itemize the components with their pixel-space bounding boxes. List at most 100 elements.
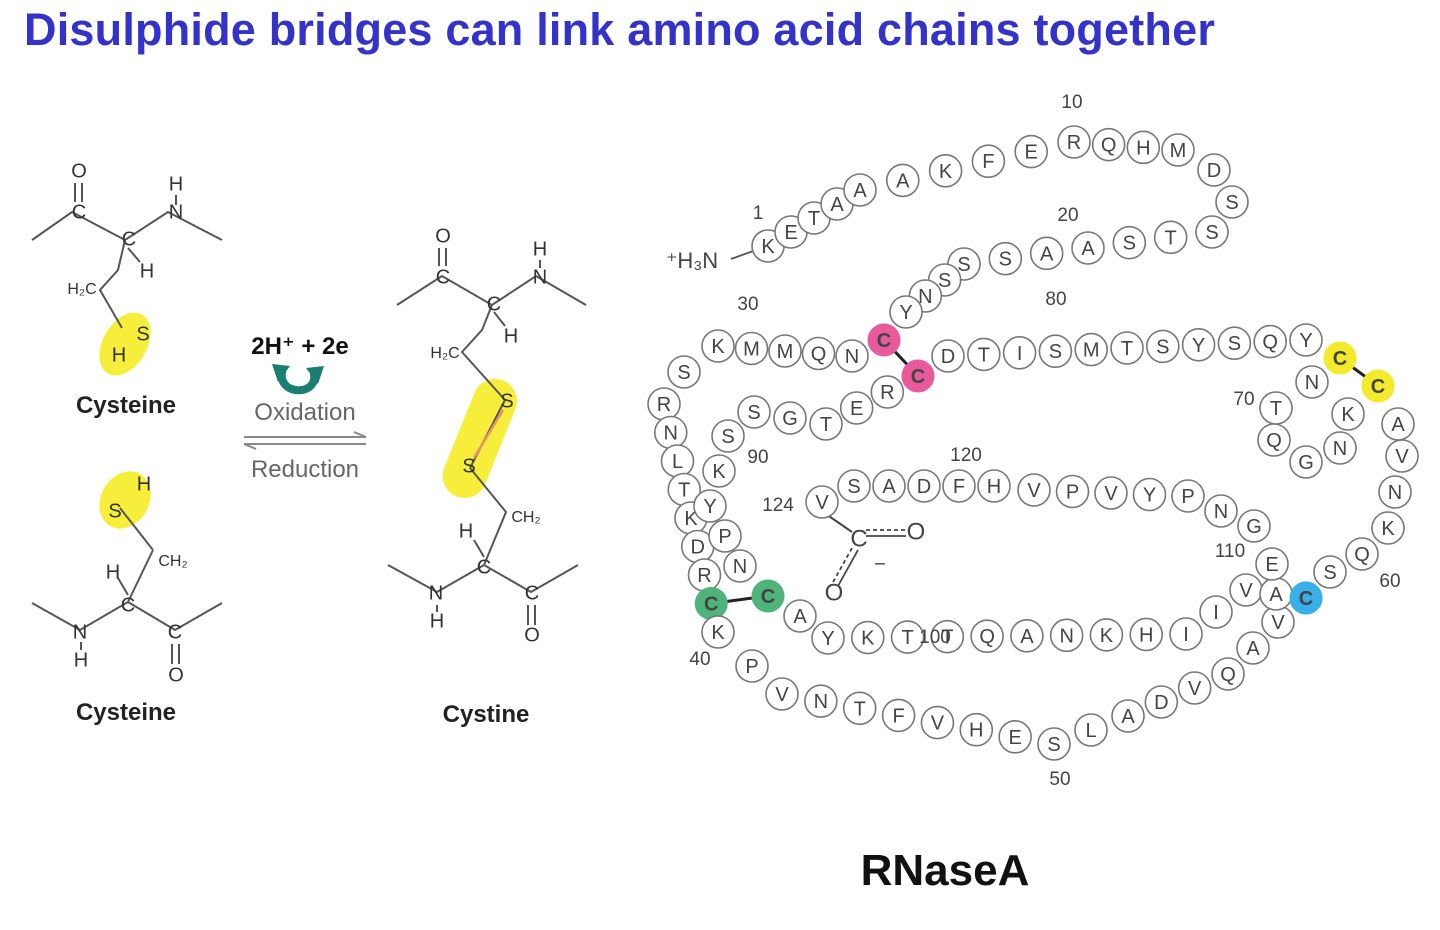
- atom-label: H: [137, 473, 151, 495]
- cystine-label: Cystine: [443, 701, 530, 728]
- residue: C: [1289, 581, 1323, 615]
- residue-letter: F: [982, 151, 994, 173]
- residue-circle: [1215, 185, 1249, 219]
- residue-letter: T: [854, 698, 866, 720]
- residue-letter: V: [1239, 580, 1253, 602]
- atom-label: C: [121, 594, 135, 616]
- residue-letter: M: [1083, 340, 1100, 362]
- residue: Y: [1181, 327, 1216, 362]
- residue-circle: [1029, 236, 1064, 271]
- residue: S: [1146, 329, 1180, 364]
- residue-letter: R: [880, 382, 894, 404]
- residue: F: [942, 469, 976, 503]
- residue-circle: [768, 334, 802, 368]
- residue-circle: [1255, 547, 1289, 581]
- residue-letter: K: [1341, 404, 1355, 426]
- residue: G: [1289, 445, 1323, 479]
- residue-circle: [1129, 617, 1164, 652]
- residue: S: [1195, 215, 1229, 249]
- residue: Q: [1345, 537, 1379, 571]
- residue-letter: R: [657, 394, 671, 416]
- residue-letter: L: [1085, 720, 1096, 742]
- c-terminus-carbon: C: [850, 525, 867, 552]
- atom-label: H₂C: [430, 345, 459, 362]
- residue: A: [1236, 631, 1270, 665]
- residue: P: [1055, 474, 1090, 509]
- residue-letter: T: [1121, 338, 1133, 360]
- residue: Q: [1091, 127, 1126, 162]
- residue-circle: [1089, 618, 1124, 652]
- c-terminus-charge: −: [874, 553, 886, 575]
- residue: M: [1074, 332, 1108, 367]
- residue: V: [1229, 573, 1263, 607]
- residue-letter: S: [938, 270, 951, 292]
- residue-letter: K: [939, 161, 953, 183]
- protein-name: RNaseA: [861, 846, 1030, 895]
- residue-circle: [1169, 617, 1203, 651]
- residue: K: [928, 154, 963, 188]
- residue-circle: [970, 619, 1004, 654]
- atom-label: N: [169, 201, 183, 223]
- residue: V: [1017, 473, 1051, 507]
- cysteine-label-bottom: Cysteine: [76, 699, 176, 726]
- atom-label: O: [435, 225, 451, 247]
- residue-circle: [1313, 555, 1347, 589]
- residue: C: [901, 359, 935, 393]
- residue: V: [920, 705, 955, 740]
- residue-letter: P: [1181, 486, 1194, 508]
- equilibrium-arrow-icon: [243, 431, 367, 450]
- c-terminus-oxygen: O: [825, 579, 844, 606]
- residue-letter: V: [1395, 446, 1409, 468]
- residue-circle: [1144, 685, 1179, 719]
- oxidation-label: Oxidation: [254, 399, 355, 426]
- residue: T: [667, 472, 702, 507]
- residue-circle: [1323, 341, 1357, 375]
- residue-letter: V: [1104, 483, 1118, 505]
- position-number: 20: [1057, 205, 1078, 226]
- residue: T: [930, 619, 965, 654]
- residue-circle: [1204, 494, 1238, 528]
- residue-letter: T: [678, 480, 690, 502]
- residue-letter: Y: [1143, 485, 1156, 507]
- residue-circle: [1217, 326, 1252, 361]
- residue-letter: A: [1121, 706, 1135, 728]
- residue-letter: H: [969, 720, 983, 742]
- residue-circle: [708, 519, 742, 553]
- residue-letter: E: [784, 222, 797, 244]
- residue-letter: S: [677, 362, 690, 384]
- residue: T: [1110, 331, 1144, 365]
- residue-circle: [1331, 397, 1365, 431]
- residue: C: [1361, 369, 1395, 403]
- residue: H: [1126, 130, 1161, 165]
- residue-letter: V: [775, 684, 789, 706]
- residue-circle: [930, 619, 965, 654]
- residue: A: [1010, 618, 1044, 653]
- residue-circle: [966, 337, 1001, 372]
- residue-letter: N: [918, 286, 932, 308]
- atom-label: H: [459, 520, 473, 542]
- residue-circle: [850, 620, 885, 655]
- residue: T: [797, 201, 831, 235]
- residue-letter: Q: [1262, 332, 1278, 354]
- atom-label: N: [429, 582, 443, 604]
- residue-letter: Y: [821, 628, 834, 650]
- residue-letter: Y: [1192, 335, 1205, 357]
- residue: Y: [1132, 477, 1167, 512]
- position-number: 100: [919, 627, 951, 648]
- c-terminus-carboxylate: C O O −: [822, 511, 925, 606]
- residue-circle: [805, 485, 839, 519]
- residue: A: [843, 173, 877, 207]
- atom-label: H: [74, 649, 88, 671]
- residue: D: [907, 469, 941, 503]
- residue-letter: H: [1136, 137, 1150, 159]
- atom-label: C: [487, 293, 501, 315]
- residue-circle: [870, 375, 905, 409]
- residue-letter: S: [1228, 333, 1241, 355]
- residue: R: [647, 387, 681, 421]
- residue-letter: S: [1047, 734, 1060, 756]
- residue: R: [870, 375, 905, 409]
- residue-circle: [1112, 225, 1147, 260]
- residue: N: [1049, 618, 1084, 653]
- residue-circle: [735, 649, 769, 683]
